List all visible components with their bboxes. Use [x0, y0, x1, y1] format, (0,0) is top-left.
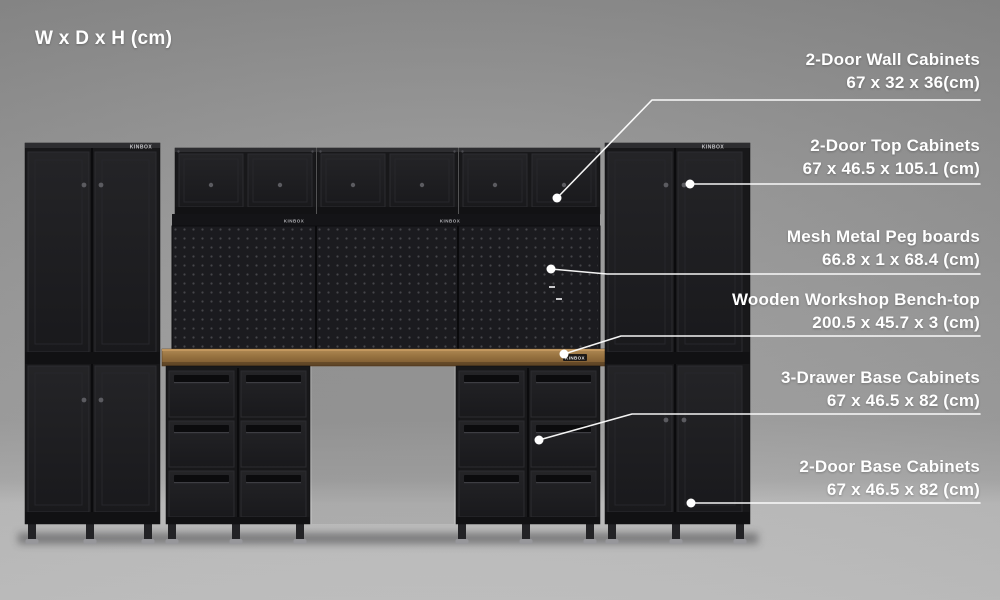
door-knob — [663, 417, 669, 423]
callout-dims: 66.8 x 1 x 68.4 (cm) — [821, 250, 980, 269]
callout-dims: 67 x 32 x 36(cm) — [846, 73, 980, 92]
brand-mark: KINBOX — [565, 356, 585, 361]
door-knob — [350, 182, 356, 188]
brand-mark: KINBOX — [440, 219, 461, 224]
brand-mark: KINBOX — [130, 145, 153, 151]
leader-pegboards — [550, 268, 981, 275]
callout-bench-top: Wooden Workshop Bench-top 200.5 x 45.7 x… — [732, 288, 980, 334]
door-knob — [81, 182, 87, 188]
callout-title: Wooden Workshop Bench-top — [731, 290, 980, 309]
door-knob — [208, 182, 214, 188]
left-drawer-base-cabinets — [165, 365, 311, 544]
callout-top-cabinets: 2-Door Top Cabinets 67 x 46.5 x 105.1 (c… — [803, 134, 980, 180]
callout-title: 2-Door Top Cabinets — [810, 136, 980, 155]
leader-drawer-base — [538, 413, 981, 441]
callout-dims: 67 x 46.5 x 82 (cm) — [826, 391, 980, 410]
callout-title: 2-Door Base Cabinets — [799, 457, 980, 476]
left-tall-cabinets: KINBOX — [24, 142, 161, 544]
brand-mark: KINBOX — [284, 219, 305, 224]
callout-door-base-cabinets: 2-Door Base Cabinets 67 x 46.5 x 82 (cm) — [799, 455, 980, 501]
callout-dots — [534, 179, 696, 508]
door-knob — [277, 182, 283, 188]
callout-dims: 67 x 46.5 x 105.1 (cm) — [802, 159, 980, 178]
dot-top-cabinets — [685, 179, 695, 189]
dot-drawer-base — [534, 435, 544, 445]
right-drawer-base-cabinets — [455, 365, 601, 544]
callout-title: Mesh Metal Peg boards — [786, 227, 980, 246]
dot-pegboards — [546, 264, 556, 274]
leader-wall-cabinets — [556, 99, 981, 199]
callout-wall-cabinets: 2-Door Wall Cabinets 67 x 32 x 36(cm) — [806, 48, 980, 94]
callout-drawer-base-cabinets: 3-Drawer Base Cabinets 67 x 46.5 x 82 (c… — [781, 366, 980, 412]
dot-wall-cabinets — [552, 193, 562, 203]
pegboard: KINBOX KINBOX — [171, 214, 601, 353]
dot-bench-top — [559, 349, 569, 359]
wall-cabinets-row — [174, 147, 601, 215]
callout-title: 3-Drawer Base Cabinets — [780, 368, 980, 387]
door-knob — [561, 182, 567, 188]
peg-hook — [556, 298, 562, 300]
door-knob — [81, 397, 87, 403]
door-knob — [681, 417, 687, 423]
door-knob — [98, 182, 104, 188]
brand-mark: KINBOX — [702, 145, 725, 151]
door-knob — [98, 397, 104, 403]
workbench-top: KINBOX — [161, 348, 615, 367]
door-knob — [419, 182, 425, 188]
callout-title: 2-Door Wall Cabinets — [805, 50, 980, 69]
door-knob — [492, 182, 498, 188]
knee-space-shadow — [312, 366, 454, 524]
callout-dims: 67 x 46.5 x 82 (cm) — [826, 480, 980, 499]
dot-door-base — [686, 498, 696, 508]
callout-leaders — [538, 99, 981, 504]
leader-bench-top — [563, 335, 981, 355]
door-knob — [663, 182, 669, 188]
door-knob — [681, 182, 687, 188]
callout-pegboards: Mesh Metal Peg boards 66.8 x 1 x 68.4 (c… — [787, 225, 980, 271]
floor-shadow — [18, 533, 758, 544]
callout-dims: 200.5 x 45.7 x 3 (cm) — [812, 313, 980, 332]
right-tall-cabinets: KINBOX — [604, 142, 751, 544]
peg-hook — [549, 286, 555, 288]
dimension-legend: W x D x H (cm) — [35, 28, 173, 49]
